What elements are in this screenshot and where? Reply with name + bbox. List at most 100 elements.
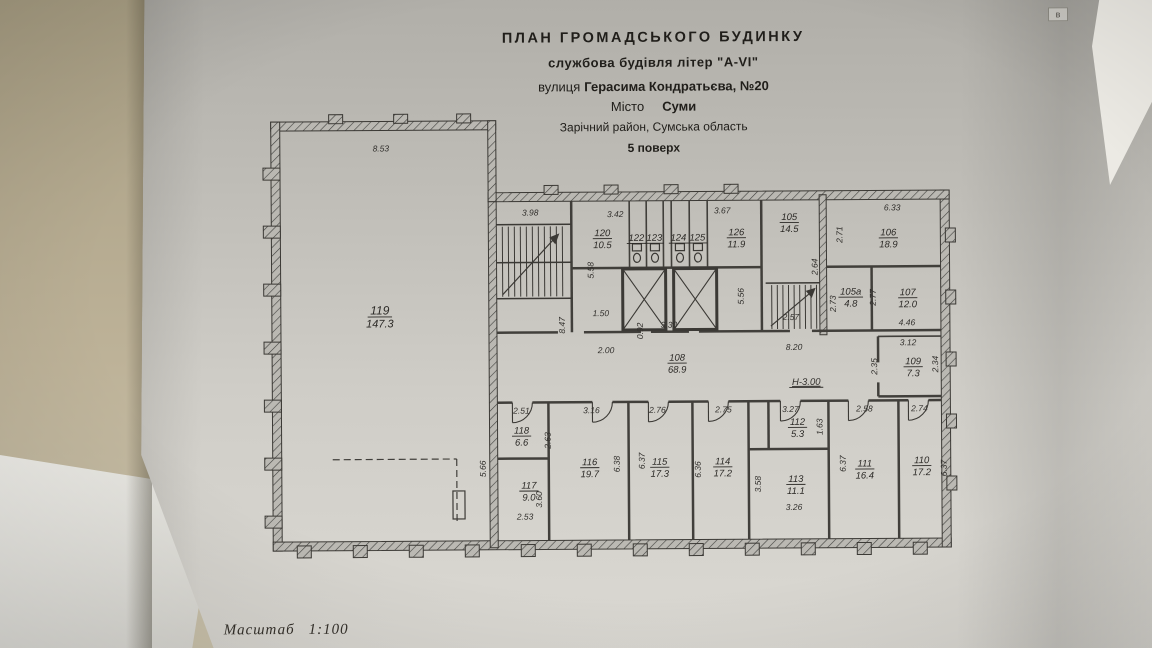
svg-text:11.9: 11.9 xyxy=(727,239,746,250)
dimension-label: 6.37 xyxy=(838,455,848,472)
svg-text:19.7: 19.7 xyxy=(581,469,600,480)
svg-text:111: 111 xyxy=(858,458,873,469)
room-label-124: 124 xyxy=(668,233,689,244)
svg-text:105а: 105а xyxy=(840,287,861,298)
svg-text:12.0: 12.0 xyxy=(899,299,918,310)
dimension-label: 3.27 xyxy=(782,404,799,414)
svg-text:108: 108 xyxy=(669,353,686,364)
dimension-label: 8.20 xyxy=(786,342,803,352)
svg-text:124: 124 xyxy=(670,233,686,244)
hidden-lines xyxy=(332,458,466,522)
svg-text:112: 112 xyxy=(790,417,806,428)
svg-text:4.8: 4.8 xyxy=(844,299,858,310)
dimension-label: 3.67 xyxy=(714,205,731,215)
svg-text:109: 109 xyxy=(905,356,922,367)
dimension-label: 2.77 xyxy=(868,289,878,307)
dimension-label: 2.35 xyxy=(869,358,879,376)
dimension-label: 3.58 xyxy=(753,476,763,493)
svg-text:115: 115 xyxy=(652,457,668,468)
dimension-label: 8.47 xyxy=(557,317,567,334)
svg-text:7.3: 7.3 xyxy=(907,368,921,379)
svg-text:118: 118 xyxy=(514,426,530,437)
dimension-label: 6.37 xyxy=(939,459,949,476)
staircase-secondary xyxy=(765,282,820,330)
dimension-label: 6.33 xyxy=(884,202,901,212)
dimension-label: 5.56 xyxy=(736,288,746,305)
svg-text:113: 113 xyxy=(788,474,804,485)
dimension-label: 3.12 xyxy=(900,337,917,347)
dimension-label: 8.53 xyxy=(373,143,390,153)
dimension-label: 6.36 xyxy=(693,461,703,478)
wc-fixtures xyxy=(631,242,704,263)
dimension-label: 2.57 xyxy=(782,312,800,322)
svg-text:11.1: 11.1 xyxy=(787,486,805,497)
svg-text:14.5: 14.5 xyxy=(780,224,799,235)
dimension-label: 3.30 xyxy=(661,320,678,330)
dimension-label: 2.74 xyxy=(910,403,928,413)
dimension-label: 2.51 xyxy=(512,406,530,416)
dimension-label: 5.58 xyxy=(586,262,596,279)
svg-text:123: 123 xyxy=(646,233,663,244)
dimension-label: 2.58 xyxy=(855,403,873,413)
svg-text:107: 107 xyxy=(900,287,917,298)
svg-text:16.4: 16.4 xyxy=(856,470,875,481)
svg-text:9.0: 9.0 xyxy=(522,493,536,504)
scale-note: Масштаб 1:100 xyxy=(224,622,349,640)
room-label-122: 122 xyxy=(626,233,647,244)
scale-label: Масштаб xyxy=(223,621,295,639)
svg-text:17.3: 17.3 xyxy=(651,469,670,480)
dimension-label: 2.64 xyxy=(810,258,820,276)
svg-text:106: 106 xyxy=(880,227,897,238)
dimension-label: 2.71 xyxy=(834,226,844,244)
svg-text:122: 122 xyxy=(628,233,645,244)
page-corner-mark: в xyxy=(1047,7,1069,22)
dimension-label: 3.98 xyxy=(522,207,539,217)
svg-text:5.3: 5.3 xyxy=(791,429,805,440)
svg-text:120: 120 xyxy=(594,228,611,239)
partition-walls xyxy=(628,200,941,338)
dimension-label: 1.50 xyxy=(593,308,610,318)
svg-text:10.5: 10.5 xyxy=(593,240,612,251)
dimension-label: 3.26 xyxy=(786,502,803,512)
outer-walls xyxy=(270,120,952,552)
dimension-label: 2.75 xyxy=(714,404,732,414)
svg-text:17.2: 17.2 xyxy=(714,468,733,479)
svg-text:68.9: 68.9 xyxy=(668,365,687,376)
dimension-label: Н-3.00 xyxy=(792,377,821,388)
svg-text:126: 126 xyxy=(728,227,745,238)
dimension-label: 6.38 xyxy=(612,455,622,472)
dimension-label: 2.73 xyxy=(828,295,838,313)
dimension-label: 2.63 xyxy=(543,432,553,450)
svg-text:119: 119 xyxy=(370,303,390,317)
door-arcs xyxy=(511,400,929,424)
dimension-label: 4.46 xyxy=(899,317,916,327)
room-label-125: 125 xyxy=(687,232,708,244)
svg-text:110: 110 xyxy=(914,455,930,466)
svg-text:17.2: 17.2 xyxy=(913,467,932,478)
svg-text:117: 117 xyxy=(521,481,537,492)
svg-text:147.3: 147.3 xyxy=(366,318,394,330)
dimension-label: 5.66 xyxy=(478,460,488,477)
inner-walls xyxy=(496,200,942,541)
dimension-label: 2.00 xyxy=(597,345,615,355)
scale-value: 1:100 xyxy=(308,621,349,638)
dimension-label: 2.76 xyxy=(648,405,666,415)
